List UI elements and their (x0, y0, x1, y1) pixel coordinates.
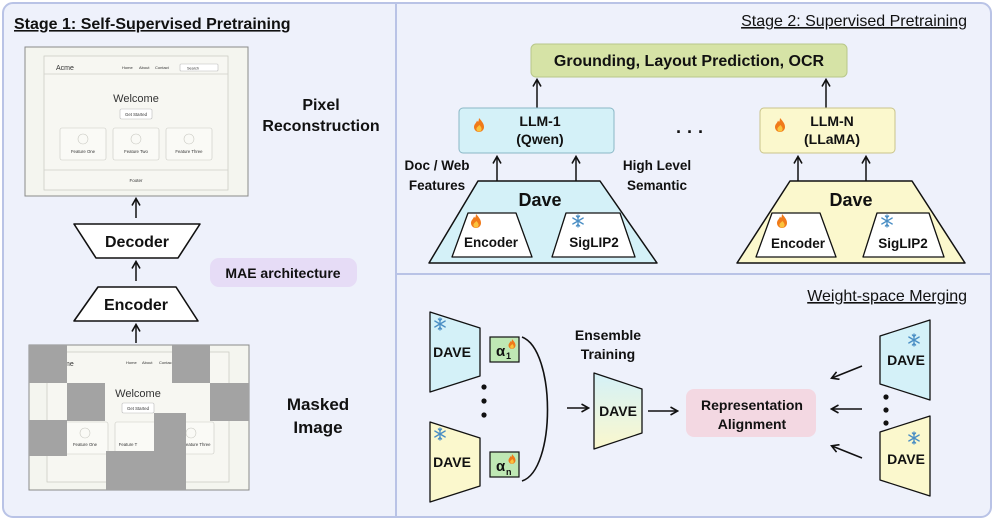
alpha1-symbol: α (496, 343, 506, 360)
mask-patches (29, 345, 249, 490)
decoder-block (73, 223, 201, 259)
masked-webpage: me Home About Contac Welcome Get Started… (28, 344, 250, 491)
high-level-label-line1: High Level (623, 158, 691, 173)
tasks-box (530, 43, 848, 78)
mae-badge (210, 258, 357, 287)
arrow-right-top-to-align (832, 365, 863, 378)
llmn-name: LLM-N (810, 113, 854, 129)
web-cta-text: Get Started (125, 112, 148, 117)
vertical-ellipsis-right (883, 394, 889, 426)
masked-web-cta: Get Started (127, 406, 150, 411)
pixel-recon-label-line1: Pixel (302, 97, 339, 114)
llmn-box (759, 107, 896, 154)
rep-align-line1: Representation (701, 397, 803, 413)
dave-right-bottom-label: DAVE (887, 451, 925, 467)
web-heading: Welcome (113, 93, 159, 105)
daven-encoder-label: Encoder (771, 236, 826, 251)
web-nav-contact: Contact (155, 65, 170, 70)
dave-merged (593, 372, 643, 450)
llm1-box (458, 107, 615, 154)
vertical-ellipsis-left (481, 384, 487, 418)
masked-web-heading: Welcome (115, 388, 161, 400)
dave-left-top (429, 311, 481, 393)
rep-align-line2: Alignment (718, 416, 787, 432)
masked-web-card-2-label: Feature T (119, 442, 138, 447)
daven-siglip-block (862, 212, 945, 258)
web-search-text: Search (187, 67, 199, 71)
web-card-2-label: Feature Two (124, 149, 148, 154)
masked-image-label-line1: Masked (287, 395, 349, 414)
alphan-symbol: α (496, 458, 506, 475)
dave1-label: Dave (518, 190, 561, 210)
dave-left-bottom-label: DAVE (433, 454, 471, 470)
dave-merged-label: DAVE (599, 403, 637, 419)
llm1-name: LLM-1 (519, 113, 560, 129)
stage2-title: Stage 2: Supervised Pretraining (741, 13, 967, 30)
doc-web-label-line2: Features (409, 178, 465, 193)
doc-web-label-line1: Doc / Web (404, 158, 469, 173)
ensemble-bracket (521, 336, 549, 482)
reconstructed-webpage: Acme Home About Contact Search Welcome G… (24, 46, 249, 197)
dave-left-top-label: DAVE (433, 344, 471, 360)
merge-title: Weight-space Merging (807, 288, 967, 305)
masked-web-nav-home: Home (126, 360, 137, 365)
masked-web-nav-about: About (142, 360, 153, 365)
alpha1-box (489, 336, 520, 363)
masked-web-card-1-label: Feature One (73, 442, 98, 447)
pixel-recon-label-line2: Reconstruction (262, 118, 379, 135)
web-footer: Footer (129, 178, 143, 183)
masked-web-card-3-label: Feature Three (183, 442, 211, 447)
high-level-label-line2: Semantic (627, 178, 688, 193)
daven-label: Dave (829, 190, 872, 210)
daven-encoder-block (755, 212, 837, 258)
rep-align-box (686, 389, 816, 437)
daven-siglip-label: SigLIP2 (878, 236, 928, 251)
dave1-siglip-label: SigLIP2 (569, 235, 619, 250)
web-card-3-label: Feature Three (175, 149, 203, 154)
ensemble-label-line2: Training (581, 346, 635, 362)
masked-web-logo: me (64, 361, 74, 368)
encoder-block (73, 286, 199, 322)
dave-left-bottom (429, 421, 481, 503)
arrow-right-bottom-to-align (832, 446, 863, 459)
alphan-subscript: n (506, 467, 512, 477)
masked-image-label-line2: Image (293, 418, 342, 437)
ensemble-label-line1: Ensemble (575, 327, 641, 343)
stage1-title: Stage 1: Self-Supervised Pretraining (14, 16, 291, 33)
llmn-model: (LLaMA) (804, 131, 860, 147)
alpha1-subscript: 1 (506, 351, 511, 361)
mae-label: MAE architecture (225, 265, 340, 281)
web-cta-button (119, 108, 153, 120)
dave-right-top (879, 319, 931, 401)
dave-right-top-label: DAVE (887, 352, 925, 368)
alphan-box (489, 451, 520, 478)
web-nav-home: Home (122, 65, 133, 70)
web-logo: Acme (56, 65, 74, 72)
encoder-label: Encoder (104, 297, 168, 314)
dave1-encoder-label: Encoder (464, 235, 519, 250)
llm1-model: (Qwen) (516, 131, 563, 147)
ellipsis: · · · (676, 122, 704, 142)
decoder-label: Decoder (105, 234, 169, 251)
masked-web-nav-contact: Contac (159, 360, 172, 365)
web-nav-about: About (139, 65, 150, 70)
web-card-1-label: Feature One (71, 149, 96, 154)
tasks-label: Grounding, Layout Prediction, OCR (554, 53, 825, 70)
web-search-box (179, 63, 219, 72)
